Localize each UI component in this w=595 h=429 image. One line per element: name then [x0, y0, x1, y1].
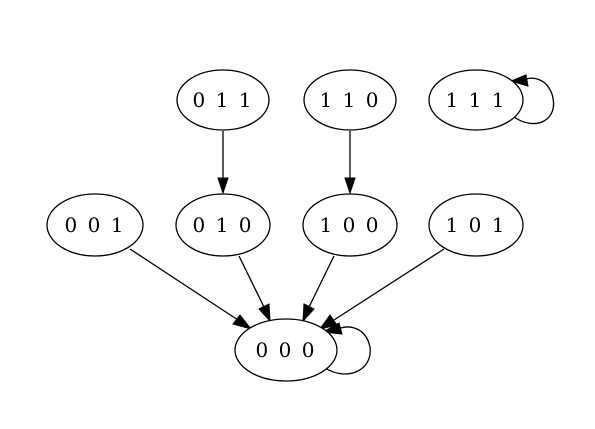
- node-000[interactable]: 0 0 0: [234, 318, 338, 382]
- node-label: 0 0 0: [256, 338, 317, 362]
- node-101[interactable]: 1 0 1: [428, 193, 524, 257]
- arrowhead-icon: [318, 314, 338, 330]
- node-001[interactable]: 0 0 1: [46, 193, 144, 257]
- node-111[interactable]: 1 1 1: [428, 69, 524, 131]
- arrowhead-icon: [217, 177, 229, 195]
- edge-001-000: [129, 248, 253, 330]
- node-label: 0 1 0: [193, 213, 254, 237]
- node-label: 1 0 0: [320, 213, 381, 237]
- node-label: 0 1 1: [193, 88, 254, 112]
- arrowhead-icon: [232, 314, 253, 330]
- arrowhead-icon: [302, 303, 315, 323]
- edge-000-self-loop: [321, 322, 371, 375]
- arrowhead-icon: [321, 322, 343, 335]
- edge-100-000: [302, 255, 335, 323]
- edge-101-000: [318, 248, 445, 330]
- node-label: 1 1 1: [446, 88, 507, 112]
- edge-010-000: [238, 255, 271, 323]
- node-110[interactable]: 1 1 0: [303, 69, 397, 131]
- arrowhead-icon: [344, 177, 356, 195]
- edge-011-010: [217, 131, 229, 195]
- node-label: 1 0 1: [446, 213, 507, 237]
- node-011[interactable]: 0 1 1: [176, 69, 270, 131]
- arrowhead-icon: [258, 303, 271, 323]
- edge-111-self-loop: [509, 74, 555, 125]
- edges: [129, 74, 555, 375]
- node-label: 0 0 1: [65, 213, 126, 237]
- nodes: 0 1 1 1 1 0 1 1 1 0 0 1 0 1 0 1 0 0 1 0 …: [46, 69, 524, 382]
- arrowhead-icon: [509, 74, 529, 87]
- node-100[interactable]: 1 0 0: [302, 193, 398, 257]
- node-010[interactable]: 0 1 0: [175, 193, 271, 257]
- node-label: 1 1 0: [320, 88, 381, 112]
- edge-110-100: [344, 131, 356, 195]
